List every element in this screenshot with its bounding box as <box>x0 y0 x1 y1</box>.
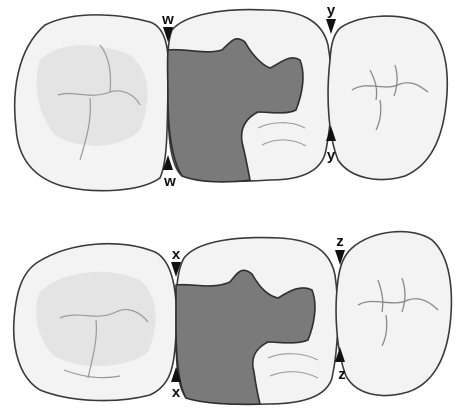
bottom-row: x x z z <box>14 232 452 405</box>
marker-x-top-label: x <box>172 246 181 263</box>
marker-z-bottom-label: z <box>338 366 346 383</box>
marker-w-bottom-label: w <box>163 173 176 190</box>
marker-y-bottom-label: y <box>327 147 336 164</box>
marker-z-top-label: z <box>336 233 344 250</box>
bottom-left-molar-shade <box>36 272 155 366</box>
bottom-right-premolar <box>336 232 451 396</box>
marker-w-top-label: w <box>161 11 174 28</box>
marker-y-top-arrow <box>326 19 336 34</box>
top-right-premolar <box>328 16 447 179</box>
top-row: w w y y <box>15 2 448 191</box>
marker-x-bottom-label: x <box>172 384 181 401</box>
marker-y-top-label: y <box>327 2 336 19</box>
